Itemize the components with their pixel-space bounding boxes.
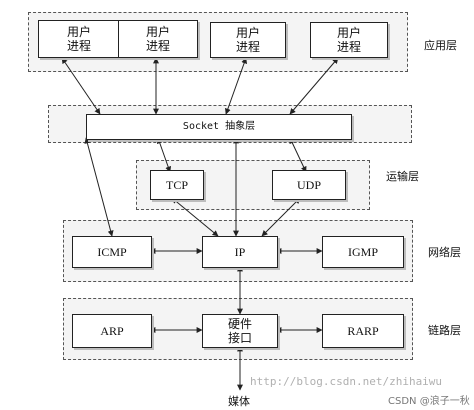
arrow-socket-icmp xyxy=(84,137,114,237)
ip-box: IP xyxy=(202,236,278,268)
user-process-box-2: 用户 进程 xyxy=(118,20,198,58)
network-layer-label: 网络层 xyxy=(428,246,461,259)
user-process-box-4: 用户 进程 xyxy=(310,22,388,58)
arrow-udp-ip xyxy=(261,197,301,237)
media-label: 媒体 xyxy=(228,395,250,408)
arrow-socket-udp xyxy=(289,137,307,173)
tcp-box: TCP xyxy=(150,170,204,200)
arrow-proc3-socket xyxy=(224,57,248,115)
arrow-tcp-ip xyxy=(171,197,219,237)
blog-watermark: http://blog.csdn.net/zhihaiwu xyxy=(250,375,443,388)
csdn-credit: CSDN @浪子一秋 xyxy=(388,396,470,407)
icmp-box: ICMP xyxy=(72,236,152,268)
arp-box: ARP xyxy=(72,314,152,348)
link-layer-label: 链路层 xyxy=(428,324,461,337)
igmp-box: IGMP xyxy=(322,236,404,268)
udp-box: UDP xyxy=(272,170,346,200)
user-process-box-3: 用户 进程 xyxy=(210,22,286,58)
transport-layer-label: 运输层 xyxy=(386,170,419,183)
application-layer-label: 应用层 xyxy=(424,39,457,52)
socket-abstraction-box: Socket 抽象层 xyxy=(86,114,352,140)
user-process-box-1: 用户 进程 xyxy=(38,20,120,58)
hardware-interface-box: 硬件 接口 xyxy=(202,314,278,348)
arrow-proc1-socket xyxy=(61,57,101,115)
arrow-socket-tcp xyxy=(156,137,172,173)
arrow-proc4-socket xyxy=(289,57,339,115)
rarp-box: RARP xyxy=(322,314,404,348)
